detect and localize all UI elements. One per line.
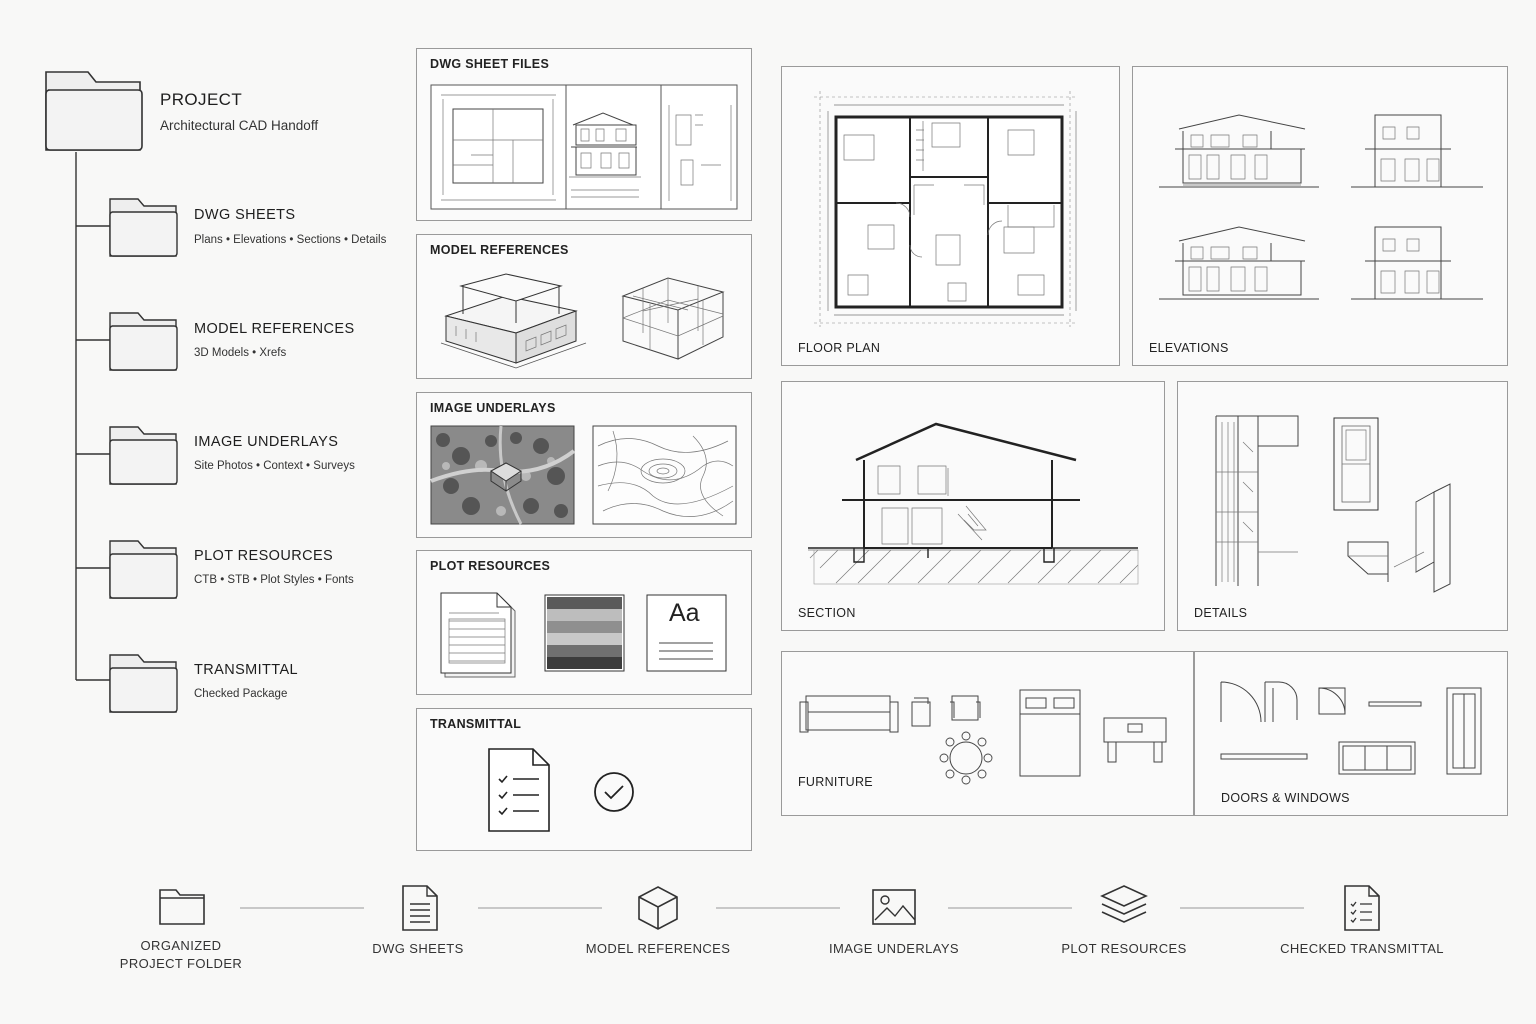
workflow-step-label-line2: PROJECT FOLDER <box>119 956 243 971</box>
doors-windows-symbols-drawing <box>1220 681 1482 775</box>
panel-title: DWG SHEET FILES <box>430 57 550 71</box>
panel-label: DOORS & WINDOWS <box>1221 791 1350 805</box>
folder-subtitle: 3D Models • Xrefs <box>194 347 287 359</box>
workflow-step-label: ORGANIZED PROJECT FOLDER <box>81 937 281 973</box>
folder-title: DWG SHEETS <box>194 207 296 223</box>
plot-style-document-icon <box>440 592 516 678</box>
font-sample-text: Aa <box>669 599 700 627</box>
folder-icon <box>109 198 178 257</box>
panel-label: SECTION <box>798 606 856 620</box>
folder-title: MODEL REFERENCES <box>194 321 355 337</box>
folder-title: TRANSMITTAL <box>194 662 299 678</box>
section-drawing <box>808 422 1139 585</box>
panel-title: TRANSMITTAL <box>430 717 522 731</box>
cube-icon <box>638 886 678 930</box>
dwg-sheet-files-panel[interactable]: DWG SHEET FILES <box>416 48 752 221</box>
model-references-panel[interactable]: MODEL REFERENCES <box>416 234 752 379</box>
folder-title: IMAGE UNDERLAYS <box>194 434 339 450</box>
folder-icon <box>109 426 178 485</box>
details-drawing <box>1215 415 1451 593</box>
doors-windows-panel[interactable]: DOORS & WINDOWS <box>1194 651 1508 816</box>
folder-subtitle: Site Photos • Context • Surveys <box>194 460 355 472</box>
section-panel[interactable]: SECTION <box>781 381 1165 631</box>
folder-title: PLOT RESOURCES <box>194 548 334 564</box>
elevations-panel[interactable]: ELEVATIONS <box>1132 66 1508 366</box>
panel-label: ELEVATIONS <box>1149 341 1229 355</box>
furniture-panel[interactable]: FURNITURE <box>781 651 1194 816</box>
floor-plan-panel[interactable]: FLOOR PLAN <box>781 66 1120 366</box>
checklist-document-icon <box>488 748 550 832</box>
folder-icon <box>109 540 178 599</box>
panel-label: FURNITURE <box>798 775 873 789</box>
panel-title: PLOT RESOURCES <box>430 559 551 573</box>
check-circle-icon <box>594 772 634 812</box>
panel-label: FLOOR PLAN <box>798 341 881 355</box>
folder-subtitle: Checked Package <box>194 688 288 700</box>
project-subtitle: Architectural CAD Handoff <box>160 118 319 133</box>
dwg-sheets-thumbnail <box>430 84 738 210</box>
image-underlays-panel[interactable]: IMAGE UNDERLAYS <box>416 392 752 538</box>
folder-icon <box>159 889 205 925</box>
aerial-photo-thumbnail <box>430 425 576 525</box>
elevations-drawing <box>1159 114 1483 300</box>
tree-connector-lines <box>75 152 110 681</box>
color-table-icon <box>544 594 625 672</box>
furniture-symbols-drawing <box>799 689 1167 785</box>
panel-title: IMAGE UNDERLAYS <box>430 401 556 415</box>
workflow-step-label: DWG SHEETS <box>372 941 464 956</box>
folder-icon <box>109 654 178 713</box>
workflow-step-label: IMAGE UNDERLAYS <box>828 941 959 956</box>
plot-resources-panel[interactable]: PLOT RESOURCES Aa <box>416 550 752 695</box>
floor-plan-drawing <box>814 91 1078 327</box>
panel-title: MODEL REFERENCES <box>430 243 569 257</box>
folder-subtitle: CTB • STB • Plot Styles • Fonts <box>194 574 354 586</box>
font-sample-icon <box>646 594 727 672</box>
workflow-connector-lines <box>240 907 1304 909</box>
project-title: PROJECT <box>160 90 243 109</box>
details-panel[interactable]: DETAILS <box>1177 381 1508 631</box>
checklist-icon <box>1344 885 1380 931</box>
workflow-step-label: CHECKED TRANSMITTAL <box>1280 941 1444 956</box>
project-folder-icon <box>45 71 143 151</box>
workflow-step-label-line1: ORGANIZED <box>140 938 222 953</box>
transmittal-panel[interactable]: TRANSMITTAL <box>416 708 752 851</box>
workflow-step-label: PLOT RESOURCES <box>1061 941 1187 956</box>
topographic-survey-thumbnail <box>592 425 737 525</box>
folder-icon <box>109 312 178 371</box>
layers-icon <box>1100 885 1148 923</box>
image-icon <box>872 889 916 925</box>
panel-label: DETAILS <box>1194 606 1248 620</box>
3d-structure-wireframe-icon <box>621 277 725 360</box>
folder-subtitle: Plans • Elevations • Sections • Details <box>194 234 387 246</box>
3d-house-model-icon <box>440 273 587 369</box>
document-icon <box>402 885 438 931</box>
workflow-step-label: MODEL REFERENCES <box>585 941 731 956</box>
